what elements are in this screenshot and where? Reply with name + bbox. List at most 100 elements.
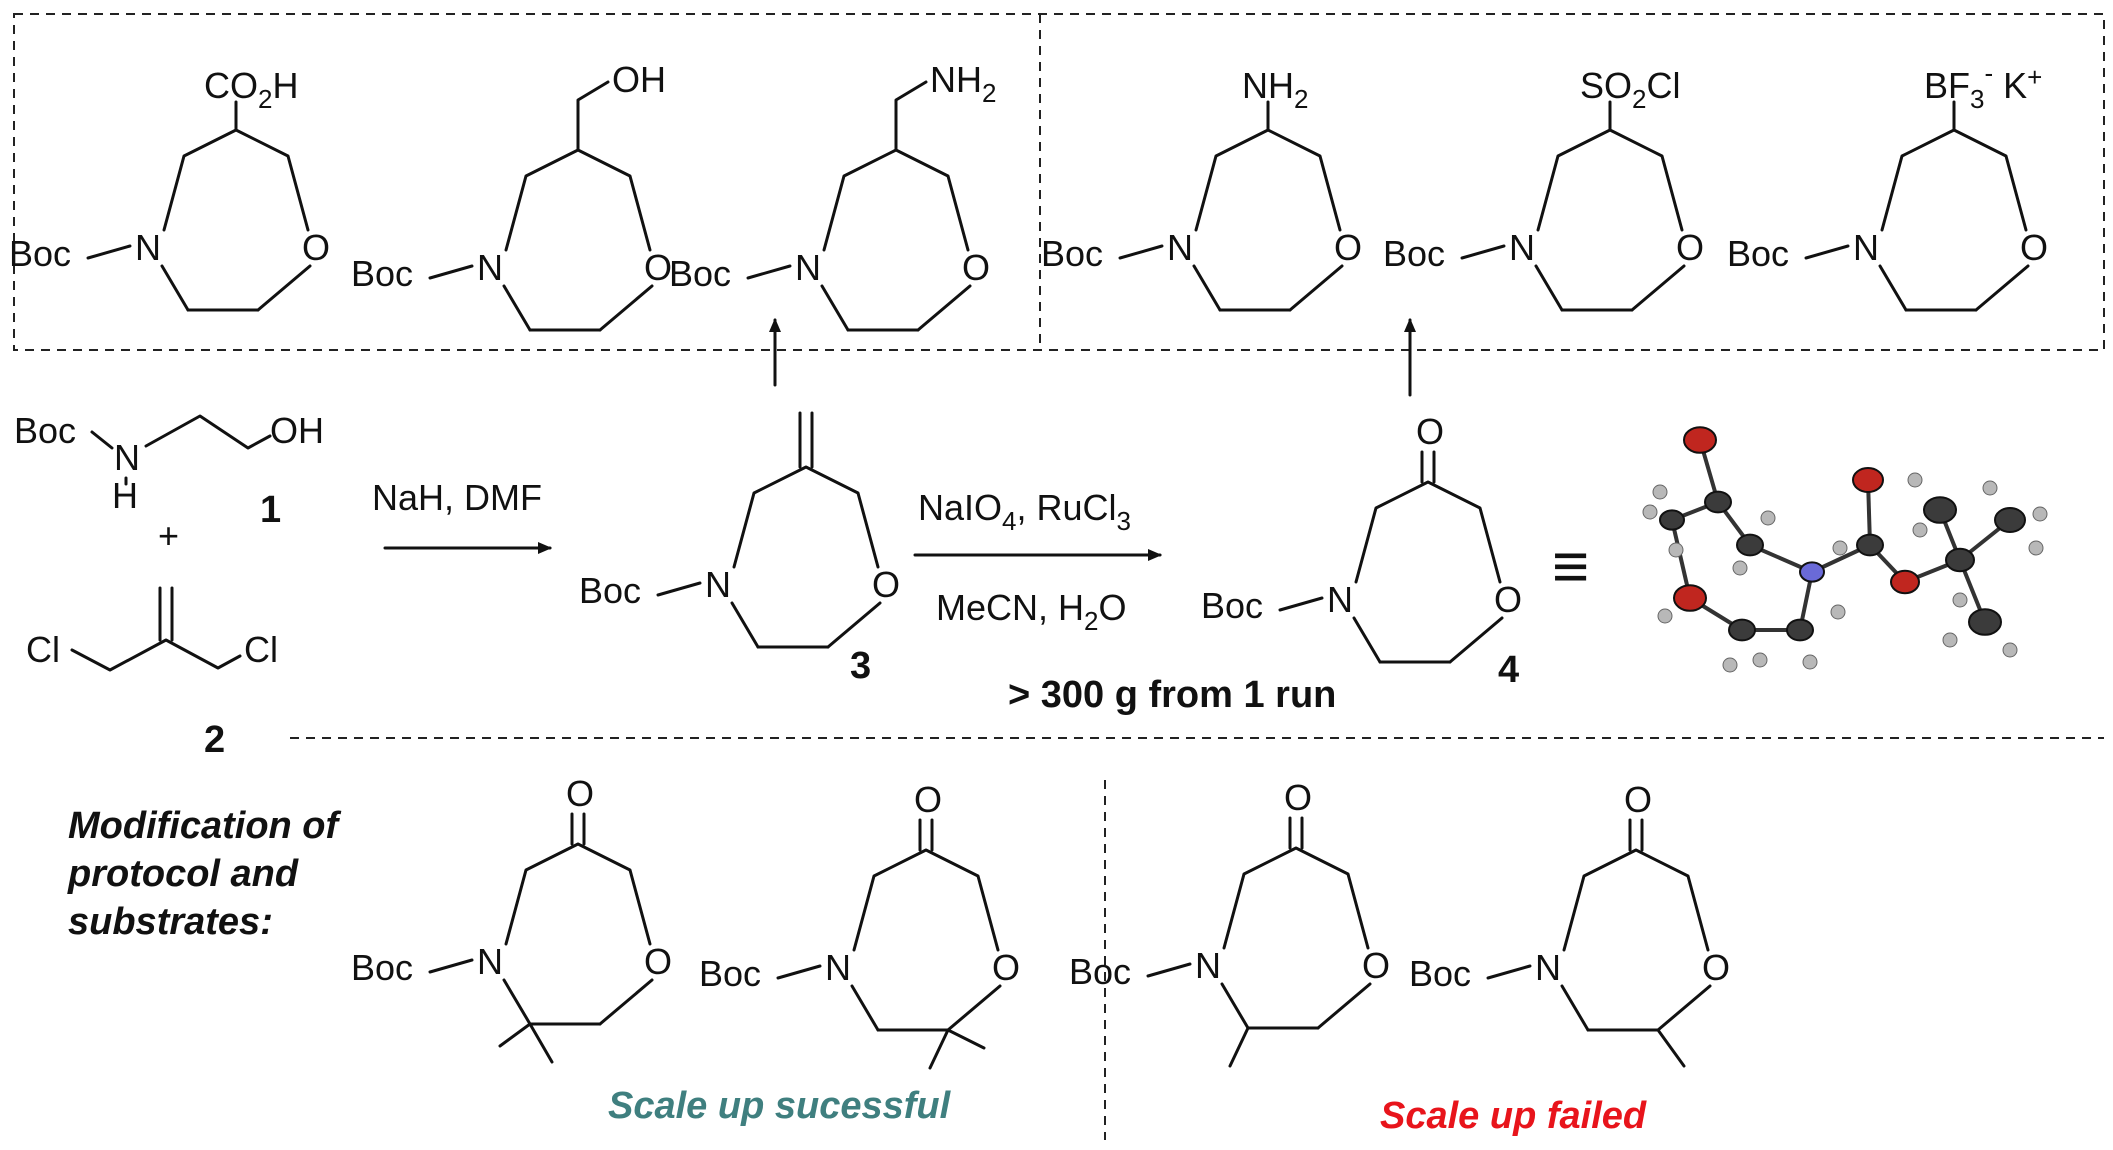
crystal-hydrogen-atom bbox=[1652, 484, 1668, 500]
ring-nitrogen-atom: N bbox=[1167, 227, 1193, 268]
compound-label-3: 3 bbox=[850, 645, 871, 687]
ring-oxygen-atom: O bbox=[1676, 227, 1704, 268]
crystal-hydrogen-atom bbox=[1668, 542, 1684, 558]
ring-oxygen-atom: O bbox=[962, 247, 990, 288]
svg-text:CO2H: CO2H bbox=[204, 65, 298, 114]
compound-3-methylene-oxazepane: N O Boc bbox=[579, 411, 900, 649]
ring-nitrogen-atom: N bbox=[135, 227, 161, 268]
ketone-oxygen-atom: O bbox=[566, 773, 594, 814]
ring-nitrogen-atom: N bbox=[795, 247, 821, 288]
compound-label-2: 2 bbox=[204, 719, 225, 761]
boc-group: Boc bbox=[1041, 233, 1103, 274]
ketone-oxygen-atom: O bbox=[1416, 411, 1444, 452]
product-carboxylic-acid: N O Boc CO2H bbox=[9, 65, 330, 312]
compound-label-4: 4 bbox=[1498, 649, 1519, 691]
step2-reagents-line2: MeCN, H2O bbox=[936, 587, 1127, 636]
yield-note: > 300 g from 1 run bbox=[1008, 674, 1336, 716]
boc-group: Boc bbox=[1069, 951, 1131, 992]
crystal-atom bbox=[1852, 467, 1884, 493]
plus-sign: + bbox=[158, 515, 179, 556]
modification-line1: Modification of bbox=[68, 805, 342, 847]
boc-group: Boc bbox=[351, 253, 413, 294]
ketone-oxygen-atom: O bbox=[1624, 779, 1652, 820]
boc-group: Boc bbox=[1409, 953, 1471, 994]
ring-oxygen-atom: O bbox=[1362, 945, 1390, 986]
crystal-atom bbox=[1728, 618, 1756, 642]
crystal-atom bbox=[1890, 569, 1920, 595]
substrate-methyl-n: O N O Boc bbox=[1069, 777, 1390, 1068]
crystal-atom bbox=[1945, 547, 1975, 573]
crystal-atom bbox=[1923, 496, 1957, 524]
substrate-gem-dimethyl-o: O N O Boc bbox=[699, 779, 1020, 1070]
crystal-hydrogen-atom bbox=[2028, 540, 2044, 556]
chlorine-atom-left: Cl bbox=[26, 629, 60, 670]
crystal-hydrogen-atom bbox=[1752, 652, 1768, 668]
boc-group: Boc bbox=[669, 253, 731, 294]
ring-nitrogen-atom: N bbox=[1853, 227, 1879, 268]
crystal-hydrogen-atom bbox=[1760, 510, 1776, 526]
scale-up-success-label: Scale up sucessful bbox=[608, 1085, 952, 1127]
boc-group: Boc bbox=[9, 233, 71, 274]
svg-text:NH2: NH2 bbox=[930, 59, 996, 108]
product-sulfonyl-chloride: N O Boc SO2Cl bbox=[1383, 65, 1704, 312]
svg-text:BF3- K+: BF3- K+ bbox=[1924, 58, 2042, 114]
boc-group: Boc bbox=[351, 947, 413, 988]
product-trifluoroborate: N O Boc BF3- K+ bbox=[1727, 58, 2048, 312]
amine-nitrogen-atom: N bbox=[114, 437, 140, 478]
step1-reagents: NaH, DMF bbox=[372, 477, 542, 518]
ring-nitrogen-atom: N bbox=[1509, 227, 1535, 268]
scale-up-failed-label: Scale up failed bbox=[1380, 1095, 1647, 1137]
crystal-atom bbox=[1856, 533, 1884, 557]
crystal-hydrogen-atom bbox=[1732, 560, 1748, 576]
crystal-hydrogen-atom bbox=[1722, 657, 1738, 673]
ring-nitrogen-atom: N bbox=[705, 564, 731, 605]
chlorine-atom-right: Cl bbox=[244, 629, 278, 670]
ring-oxygen-atom: O bbox=[2020, 227, 2048, 268]
crystal-hydrogen-atom bbox=[2032, 506, 2048, 522]
ring-oxygen-atom: O bbox=[644, 247, 672, 288]
top-dashed-box bbox=[13, 13, 2105, 351]
modification-line2: protocol and bbox=[67, 853, 299, 895]
ring-nitrogen-atom: N bbox=[1327, 579, 1353, 620]
compound-2-dichloroisobutene: Cl Cl 2 bbox=[26, 586, 278, 761]
svg-text:NH2: NH2 bbox=[1242, 65, 1308, 114]
ketone-oxygen-atom: O bbox=[1284, 777, 1312, 818]
substrate-gem-dimethyl-n: O N O Boc bbox=[351, 773, 672, 1064]
crystal-atom bbox=[1786, 618, 1814, 642]
ring-oxygen-atom: O bbox=[302, 227, 330, 268]
crystal-hydrogen-atom bbox=[2002, 642, 2018, 658]
crystal-atom bbox=[1704, 490, 1732, 514]
crystal-hydrogen-atom bbox=[1907, 472, 1923, 488]
crystal-hydrogen-atom bbox=[1832, 540, 1848, 556]
crystal-hydrogen-atom bbox=[1912, 522, 1928, 538]
ring-nitrogen-atom: N bbox=[1195, 945, 1221, 986]
ring-oxygen-atom: O bbox=[992, 947, 1020, 988]
crystal-hydrogen-atom bbox=[1830, 604, 1846, 620]
compound-1-boc-aminoethanol: Boc N H OH 1 bbox=[14, 410, 324, 531]
modification-line3: substrates: bbox=[68, 901, 273, 943]
crystal-atom bbox=[1659, 509, 1685, 531]
crystal-hydrogen-atom bbox=[1802, 654, 1818, 670]
crystal-hydrogen-atom bbox=[1942, 632, 1958, 648]
crystal-atom bbox=[1799, 561, 1825, 583]
svg-text:SO2Cl: SO2Cl bbox=[1580, 65, 1680, 114]
ring-nitrogen-atom: N bbox=[477, 941, 503, 982]
crystal-hydrogen-atom bbox=[1642, 504, 1658, 520]
step2-reagents-line1: NaIO4, RuCl3 bbox=[918, 487, 1131, 536]
hydroxyl-group: OH bbox=[270, 410, 324, 451]
ring-oxygen-atom: O bbox=[1334, 227, 1362, 268]
crystal-structure-image bbox=[1642, 426, 2048, 673]
crystal-atom bbox=[1736, 533, 1764, 557]
substrate-methyl-o: O N O Boc bbox=[1409, 779, 1730, 1068]
ring-oxygen-atom: O bbox=[1494, 579, 1522, 620]
crystal-hydrogen-atom bbox=[1982, 480, 1998, 496]
amine-hydrogen-atom: H bbox=[112, 475, 138, 516]
boc-group: Boc bbox=[1727, 233, 1789, 274]
crystal-atom bbox=[1994, 507, 2026, 533]
product-aminomethyl: N O Boc NH2 bbox=[669, 59, 996, 332]
product-hydroxymethyl: N O Boc OH bbox=[351, 59, 672, 332]
crystal-atom bbox=[1968, 608, 2002, 636]
boc-group: Boc bbox=[579, 570, 641, 611]
ring-nitrogen-atom: N bbox=[477, 247, 503, 288]
